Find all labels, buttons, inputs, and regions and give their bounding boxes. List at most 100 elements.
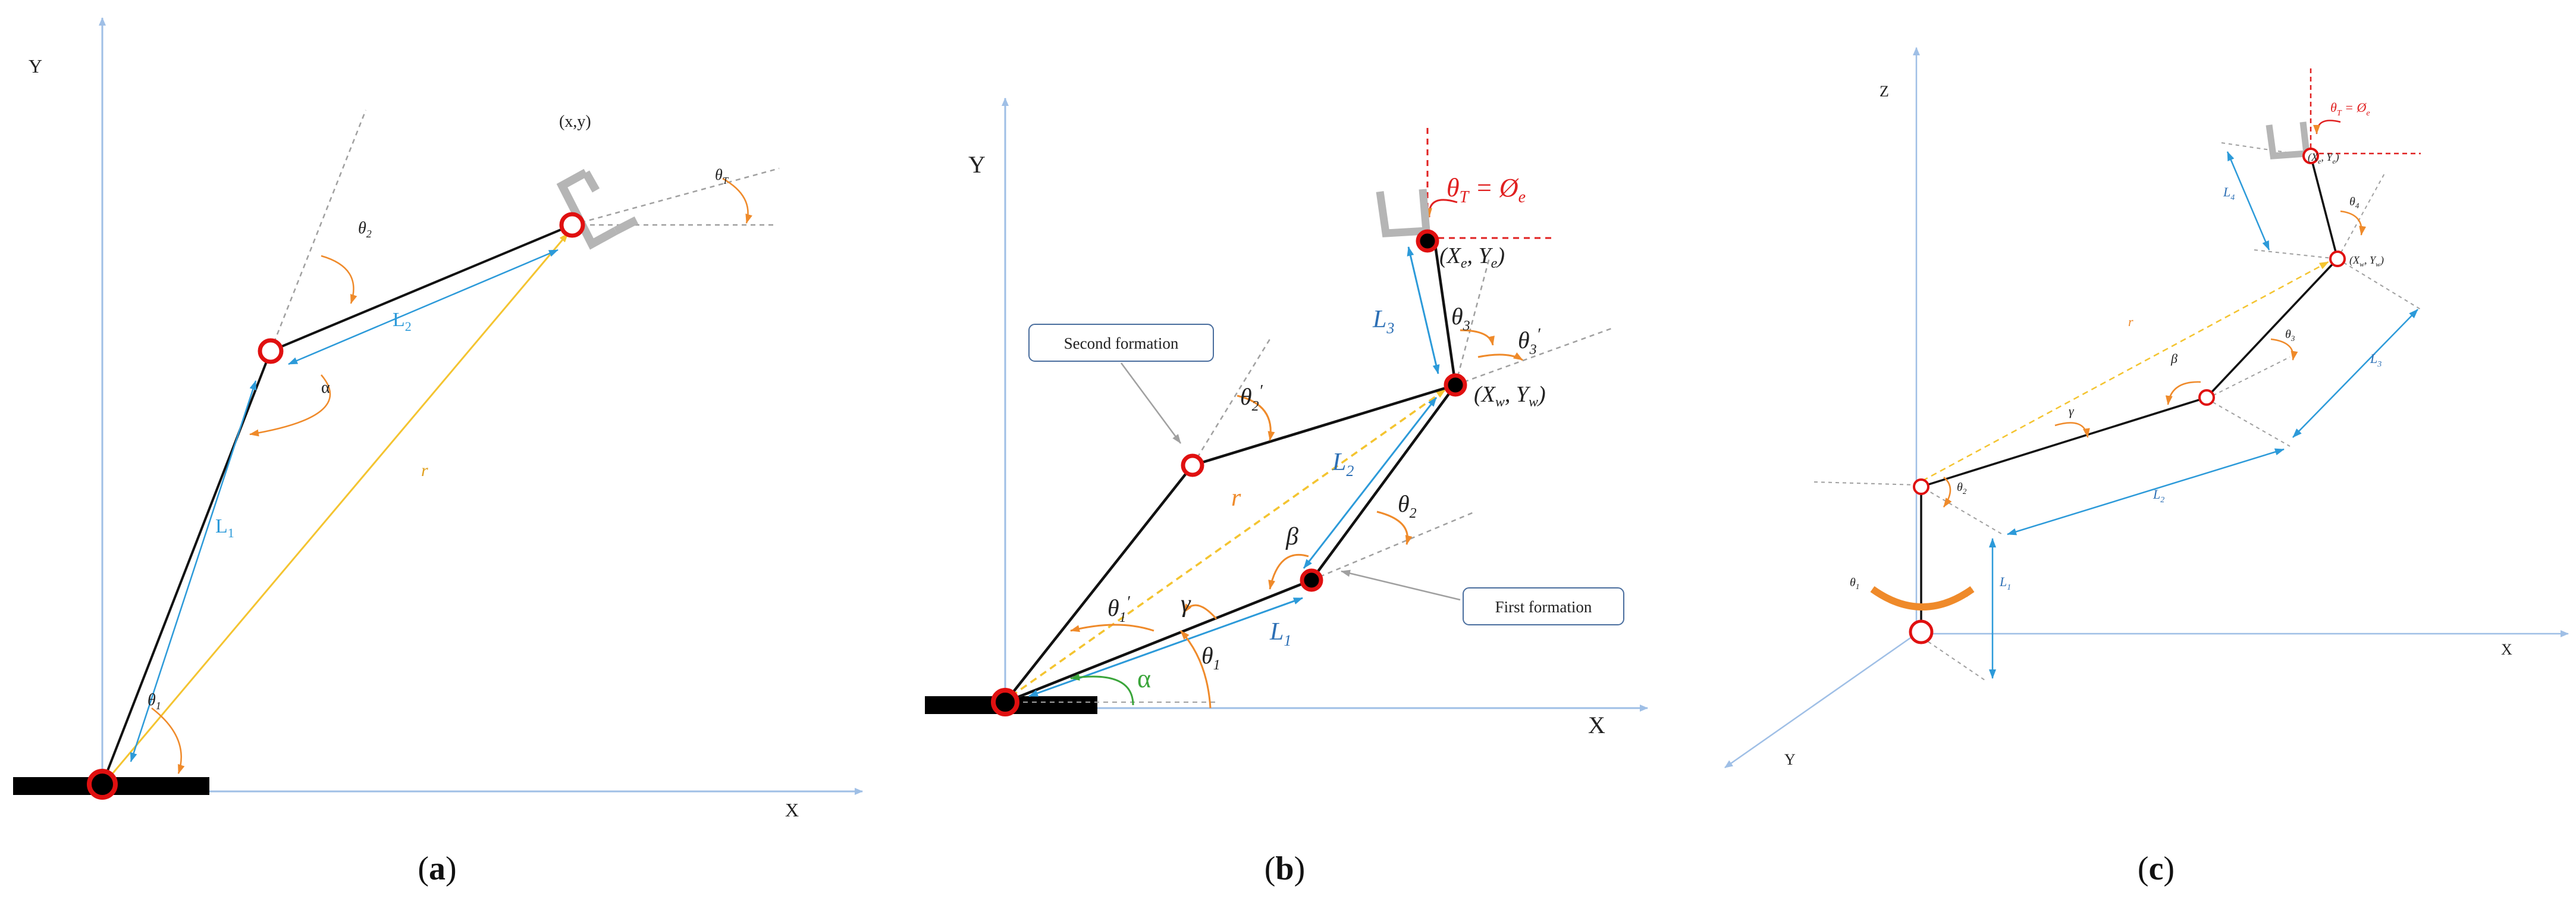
panel-a-theta2-arc	[321, 255, 357, 304]
panel-c-guide-elbow-down	[2206, 398, 2291, 447]
panel-c-gripper	[2266, 121, 2311, 159]
panel-b-l1-label: L1	[1269, 618, 1291, 649]
panel-c-orientation-arc	[2313, 120, 2341, 134]
panel-b-caption: (b)	[1265, 850, 1305, 887]
panel-b-wrist-joint	[1444, 373, 1467, 397]
panel-c-caption: (c)	[2138, 850, 2175, 887]
panel-c-theta1-rotation	[1870, 586, 1975, 611]
panel-c-l3-dimension	[2292, 309, 2418, 438]
panel-a-thetaT-label: θT	[715, 166, 729, 186]
panel-b-first-link1	[1005, 578, 1312, 704]
panel-c-radius-line	[1922, 261, 2329, 482]
panel-c-gamma-label: γ	[2069, 403, 2075, 418]
panel-a-thetaT-arc	[722, 177, 752, 224]
panel-b-end-joint	[1416, 229, 1439, 253]
panel-a-theta1-arc	[151, 707, 185, 774]
panel-a-alpha-label: α	[321, 378, 330, 397]
panel-a-theta1-label: θ1	[148, 691, 161, 712]
panel-b-guide-first-link1-ext	[1311, 511, 1476, 581]
panel-b-radius-line	[1010, 389, 1447, 697]
panel-a-l2-dimension	[288, 249, 559, 365]
panel-b-orientation-arc	[1425, 199, 1458, 218]
panel-c-theta3-arc	[2270, 338, 2298, 361]
panel-c-l4-dimension	[2226, 151, 2270, 251]
panel-c-z-label: Z	[1880, 83, 1889, 100]
panel-c-theta2-label: θ2	[1957, 481, 1967, 496]
panel-b-beta-arc	[1268, 553, 1309, 590]
panel-b-theta3p-arc	[1477, 352, 1523, 361]
panel-c-l1-label: L1	[1999, 574, 2011, 592]
panel-b-theta2-arc	[1376, 511, 1413, 545]
panel-b-second-formation-box	[1028, 324, 1214, 362]
panel-b-first-elbow-joint	[1300, 568, 1323, 592]
panel-b-beta-label: β	[1285, 523, 1298, 550]
panel-a-elbow-joint	[258, 338, 284, 364]
panel-c-gamma-arc	[2054, 422, 2090, 438]
panel-b-base-joint	[991, 688, 1019, 716]
panel-b-gamma-label: γ	[1181, 590, 1191, 618]
panel-b-alpha-arc	[1070, 673, 1134, 706]
panel-a-l2-label: L2	[393, 309, 412, 334]
panel-b-theta2p-label: θ2′	[1240, 382, 1263, 414]
panel-c-guide-wrist-left	[2254, 249, 2338, 259]
panel-a-x-label: X	[785, 799, 799, 821]
panel-c-guide-top-left	[2221, 142, 2311, 156]
panel-b-second-elbow-joint	[1181, 453, 1204, 477]
panel-a-link2	[270, 224, 573, 352]
panel-c-l2-label: L2	[2153, 487, 2164, 505]
panel-c-orientation-label: θT = Øe	[2330, 100, 2370, 118]
panel-c-radius-label: r	[2128, 314, 2133, 329]
panel-a-radius-line	[109, 233, 569, 777]
panel-b-wrist-point-label: (Xw, Yw)	[1474, 382, 1546, 410]
panel-a-caption: (a)	[418, 850, 456, 887]
panel-c-theta4-label: θ4	[2349, 195, 2359, 210]
panel-b-guide-second-link1-ext	[1191, 339, 1271, 466]
panel-b-l3-dimension	[1407, 246, 1440, 374]
panel-b-radius-label: r	[1231, 484, 1241, 512]
panel-b-l2-label: L2	[1332, 449, 1354, 480]
panel-c-shoulder-joint	[1913, 478, 1929, 495]
panel-c-theta1-label: θ1	[1850, 576, 1859, 591]
panel-b-l2-dimension	[1303, 397, 1438, 569]
panel-a-alpha-arc	[249, 374, 331, 437]
panel-c-end-point-label: (Xe, Ye)	[2308, 151, 2339, 165]
panel-b-first-formation-box	[1463, 587, 1624, 625]
panel-b-gripper	[1376, 189, 1431, 237]
panel-a-point-label: (x,y)	[559, 112, 591, 131]
panel-a-l1-label: L1	[215, 515, 234, 540]
panel-c-wrist-joint	[2329, 251, 2346, 267]
panel-b-first-link2	[1310, 384, 1457, 581]
panel-c-link2	[1921, 396, 2207, 488]
panel-a-y-label: Y	[29, 55, 42, 77]
panel-b-theta3-arc	[1460, 329, 1495, 346]
panel-b-theta3p-label: θ3′	[1518, 325, 1541, 358]
panel-c-y-label: Y	[1784, 751, 1796, 768]
panel-b-second-link1	[1004, 464, 1194, 703]
panel-b-guide-wrist-ext	[1455, 326, 1615, 386]
panel-a-guide-tool-extension	[572, 167, 780, 226]
panel-a: Y X r L1 L2 θ1 α θ2 θT (x,y)	[13, 17, 863, 887]
panel-a-gripper-top	[582, 170, 600, 193]
panel-b-second-formation-pointer	[1120, 362, 1182, 444]
panel-b-x-label: X	[1588, 712, 1605, 738]
panel-c-beta-label: β	[2170, 351, 2177, 366]
panel-c-link3	[2205, 258, 2339, 399]
panel-c-end-joint	[2302, 148, 2319, 164]
panel-c-base-joint	[1909, 619, 1934, 644]
panel-c-l4-label: L4	[2223, 184, 2235, 202]
panel-c-guide-shoulder-diag	[1918, 484, 2005, 536]
panel-b-first-formation-pointer	[1341, 569, 1461, 601]
panel-b-end-point-label: (Xe, Ye)	[1439, 243, 1505, 271]
panel-b-alpha-label: α	[1137, 664, 1151, 693]
panel-c-guide-l4-ext	[2337, 172, 2386, 259]
panel-b-theta1p-label: θ1′	[1107, 593, 1131, 625]
panel-b-gamma-arc	[1182, 603, 1218, 619]
panel-b-theta2p-arc	[1237, 395, 1275, 441]
panel-b-orientation-label: θT = Øe	[1447, 173, 1526, 206]
panel-b-theta1p-arc	[1070, 624, 1154, 633]
panel-a-radius-label: r	[421, 461, 428, 480]
panel-a-end-joint	[559, 212, 585, 238]
panel-c-guide-shoulder-horizontal	[1813, 481, 1919, 486]
panel-b-y-label: Y	[968, 151, 986, 178]
